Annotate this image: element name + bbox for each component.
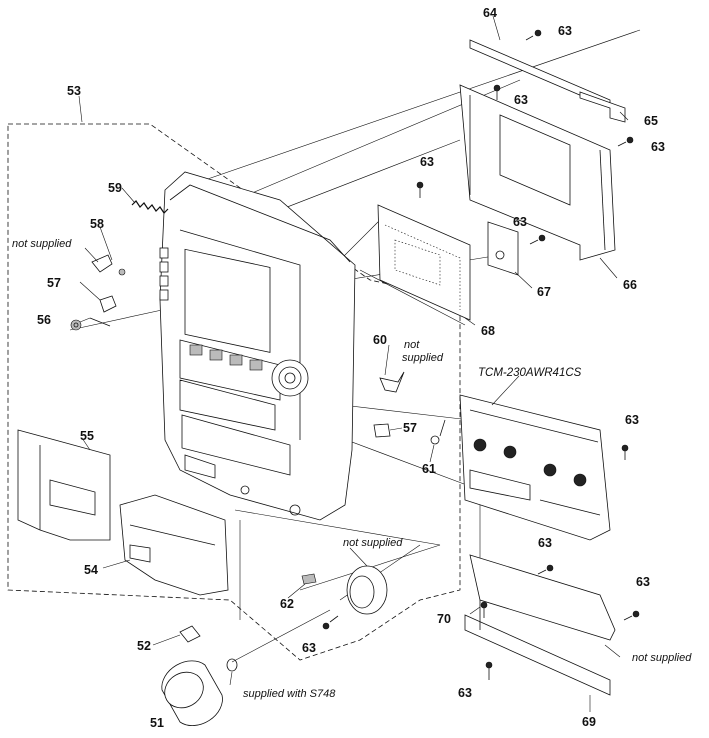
label-65: 65 bbox=[644, 114, 658, 128]
label-51: 51 bbox=[150, 716, 164, 730]
screw-63d bbox=[416, 181, 424, 198]
label-70: 70 bbox=[437, 612, 451, 626]
screw-63c bbox=[617, 136, 634, 147]
note-not-supplied-60-line1: not bbox=[404, 339, 420, 351]
model-tcm-230awr41cs: TCM-230AWR41CS bbox=[478, 367, 582, 379]
screw-63a bbox=[525, 29, 542, 41]
screw-63f bbox=[621, 444, 629, 460]
part-57-gear-right bbox=[373, 423, 391, 438]
label-63-knob: 63 bbox=[302, 641, 316, 655]
note-not-supplied-bracket: not supplied bbox=[632, 652, 692, 664]
part-69-bracket bbox=[464, 554, 616, 696]
label-63-b: 63 bbox=[514, 93, 528, 107]
label-63-d: 63 bbox=[420, 155, 434, 169]
label-52: 52 bbox=[137, 639, 151, 653]
part-58-lever bbox=[91, 254, 113, 273]
label-59: 59 bbox=[108, 181, 122, 195]
note-not-supplied-knob: not supplied bbox=[343, 537, 403, 549]
part-68-board bbox=[377, 204, 471, 321]
notes: not supplied not supplied not supplied n… bbox=[12, 238, 692, 700]
small-parts-left bbox=[70, 200, 169, 331]
washer-s748 bbox=[226, 658, 238, 672]
label-67: 67 bbox=[537, 285, 551, 299]
screw-70 bbox=[480, 601, 488, 618]
label-63-f: 63 bbox=[625, 413, 639, 427]
note-not-supplied-58: not supplied bbox=[12, 238, 72, 250]
screw-63g bbox=[537, 564, 554, 575]
label-69: 69 bbox=[582, 715, 596, 729]
label-63-c: 63 bbox=[651, 140, 665, 154]
part-61-spring bbox=[430, 435, 440, 445]
part-60-lever bbox=[379, 371, 405, 393]
panel-buttons bbox=[159, 247, 263, 371]
part-54-cassette-holder bbox=[119, 494, 229, 596]
volume-dial bbox=[271, 359, 309, 397]
label-68: 68 bbox=[481, 324, 495, 338]
screw-63e bbox=[529, 234, 546, 245]
label-60: 60 bbox=[373, 333, 387, 347]
front-panel bbox=[159, 171, 356, 521]
label-53: 53 bbox=[67, 84, 81, 98]
part-number-labels: 53 59 58 57 56 55 54 52 51 62 63 60 57 6… bbox=[37, 6, 665, 730]
part-57-gear-left bbox=[99, 295, 117, 313]
small-parts-middle bbox=[373, 371, 446, 445]
label-63-a: 63 bbox=[558, 24, 572, 38]
label-56: 56 bbox=[37, 313, 51, 327]
part-56-washer bbox=[70, 319, 82, 331]
screw-63j bbox=[485, 661, 493, 680]
label-57-left: 57 bbox=[47, 276, 61, 290]
part-59-spring bbox=[131, 200, 169, 214]
part-66-chassis bbox=[459, 84, 616, 261]
label-55: 55 bbox=[80, 429, 94, 443]
label-63-g: 63 bbox=[538, 536, 552, 550]
label-62: 62 bbox=[280, 597, 294, 611]
note-not-supplied-60-line2: supplied bbox=[402, 352, 444, 364]
tape-mechanism bbox=[459, 394, 611, 541]
screw-63b bbox=[493, 84, 501, 100]
label-63-e: 63 bbox=[513, 215, 527, 229]
label-63-h: 63 bbox=[636, 575, 650, 589]
part-65-bracket bbox=[579, 91, 626, 123]
screw-63i bbox=[322, 615, 339, 630]
part-62-pad bbox=[301, 573, 317, 585]
note-supplied-with-s748: supplied with S748 bbox=[243, 688, 336, 700]
part-67-bracket bbox=[487, 221, 519, 276]
label-64: 64 bbox=[483, 6, 497, 20]
part-52-knob bbox=[179, 625, 201, 643]
label-57-right: 57 bbox=[403, 421, 417, 435]
label-61: 61 bbox=[422, 462, 436, 476]
label-63-j: 63 bbox=[458, 686, 472, 700]
screws bbox=[322, 29, 640, 680]
leader-lines bbox=[78, 15, 629, 712]
label-58: 58 bbox=[90, 217, 104, 231]
part-51-knob bbox=[161, 658, 238, 726]
ring-knob-not-supplied bbox=[346, 565, 388, 615]
part-55-cassette-lid bbox=[17, 429, 111, 541]
screw-63h bbox=[623, 610, 640, 621]
label-66: 66 bbox=[623, 278, 637, 292]
label-54: 54 bbox=[84, 563, 98, 577]
